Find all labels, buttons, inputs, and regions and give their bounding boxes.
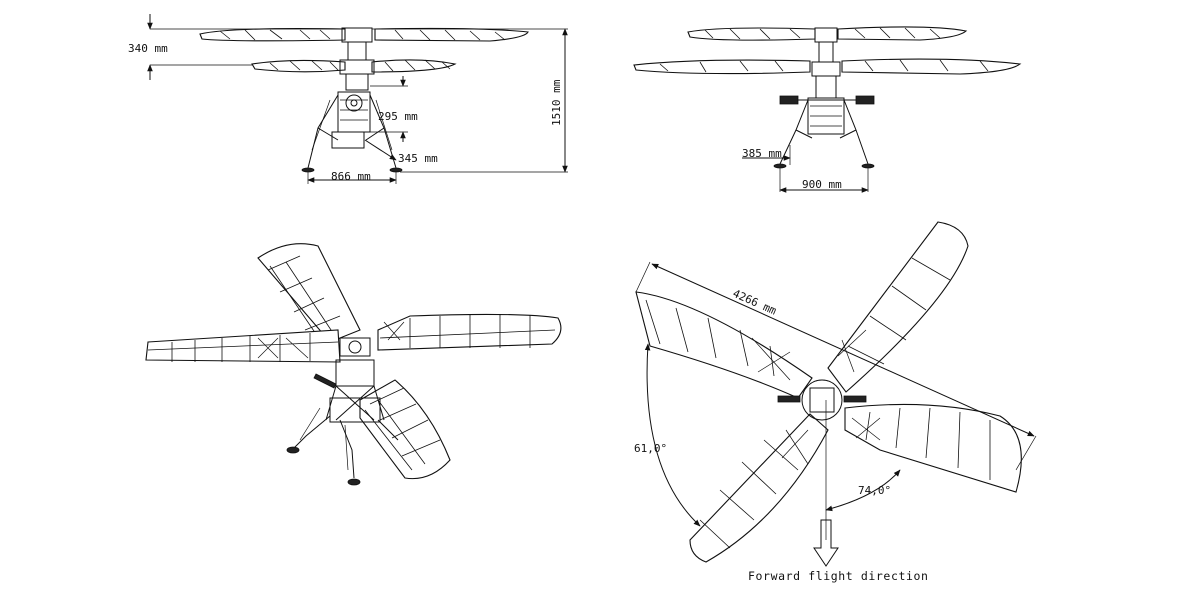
top-blade-left: [635, 291, 813, 399]
forward-direction-arrow: [813, 519, 839, 567]
side-mast: [779, 27, 875, 135]
isometric-view: [145, 243, 562, 486]
front-upper-rotor: [199, 27, 529, 42]
top-angle-arcs: [644, 343, 901, 540]
side-lower-rotor: [633, 58, 1022, 75]
side-upper-rotor: [687, 26, 968, 41]
side-track-width-label: 900 mm: [802, 178, 842, 191]
iso-landing-gear: [286, 407, 399, 486]
front-hub-height-label: 295 mm: [378, 110, 418, 123]
side-dimensions: [742, 145, 869, 193]
top-blade-upper: [827, 221, 969, 393]
front-dimensions: [147, 14, 568, 184]
iso-blade-upper: [257, 243, 361, 343]
iso-blade-right: [377, 313, 562, 351]
front-rotor-spacing-label: 340 mm: [128, 42, 168, 55]
forward-flight-direction-label: Forward flight direction: [748, 569, 929, 583]
top-span-dimension: [635, 261, 1037, 471]
front-view: 340 mm 1510 mm 295 mm 345 mm 866 mm: [128, 14, 568, 184]
front-lower-rotor: [251, 59, 457, 73]
top-blade-lower: [689, 413, 829, 563]
top-angle-left-label: 61,0°: [634, 442, 667, 455]
iso-hub-frame: [313, 337, 385, 423]
iso-blade-left: [145, 329, 341, 363]
front-landing-gear: [301, 94, 403, 173]
top-angle-right-label: 74,0°: [858, 484, 891, 497]
top-blade-right: [844, 403, 1022, 493]
front-total-height-label: 1510 mm: [550, 79, 563, 126]
front-track-width-label: 866 mm: [331, 170, 371, 183]
side-view: 385 mm 900 mm: [633, 26, 1022, 193]
top-view: 4266 mm 61,0° 74,0° Forward flight direc…: [634, 221, 1037, 583]
front-leg-offset-label: 345 mm: [398, 152, 438, 165]
iso-blade-lower: [359, 379, 451, 480]
side-leg-offset-label: 385 mm: [742, 147, 782, 160]
front-mast: [331, 27, 375, 149]
